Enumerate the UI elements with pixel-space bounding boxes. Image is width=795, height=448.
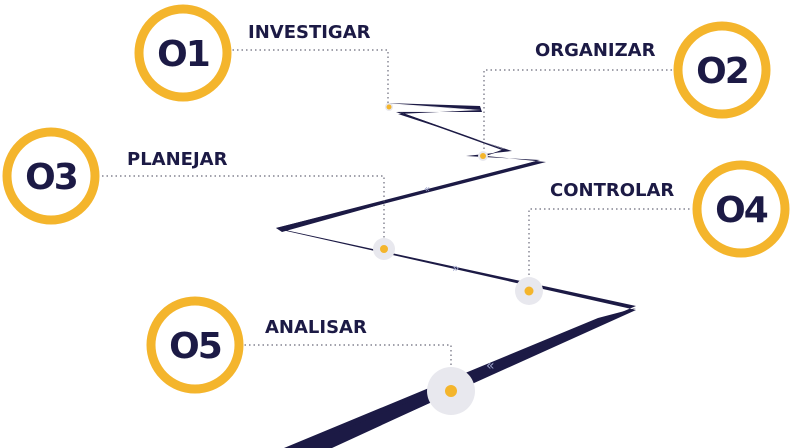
step-badge-4: O4 <box>692 160 790 258</box>
road-marker-1 <box>385 103 393 111</box>
step-number-5: O5 <box>169 326 221 367</box>
road-marker-5 <box>427 367 475 415</box>
step-label-1: INVESTIGAR <box>248 22 371 43</box>
road-arrow-lower: « <box>486 358 495 374</box>
connector-line-2 <box>483 69 672 156</box>
connector-line-1 <box>228 49 389 106</box>
connector-line-5 <box>240 344 452 390</box>
step-badge-2: O2 <box>673 21 771 119</box>
step-label-4: CONTROLAR <box>550 180 674 201</box>
step-badge-1: O1 <box>134 4 232 102</box>
road-arrow-upper: « <box>424 184 430 195</box>
step-number-4: O4 <box>715 190 768 231</box>
connector-line-3 <box>102 175 385 248</box>
connector-line-4 <box>528 208 694 290</box>
step-label-2: ORGANIZAR <box>535 40 656 61</box>
step-number-2: O2 <box>696 51 748 92</box>
step-label-5: ANALISAR <box>265 317 367 338</box>
step-label-3: PLANEJAR <box>127 149 228 170</box>
road-marker-2 <box>478 151 488 161</box>
step-number-3: O3 <box>25 157 77 198</box>
step-badge-5: O5 <box>146 296 244 394</box>
step-number-1: O1 <box>157 34 209 75</box>
road-marker-3 <box>373 238 395 260</box>
step-badge-3: O3 <box>2 127 100 225</box>
road-arrow-middle: » <box>452 261 459 275</box>
road-marker-4 <box>515 277 543 305</box>
